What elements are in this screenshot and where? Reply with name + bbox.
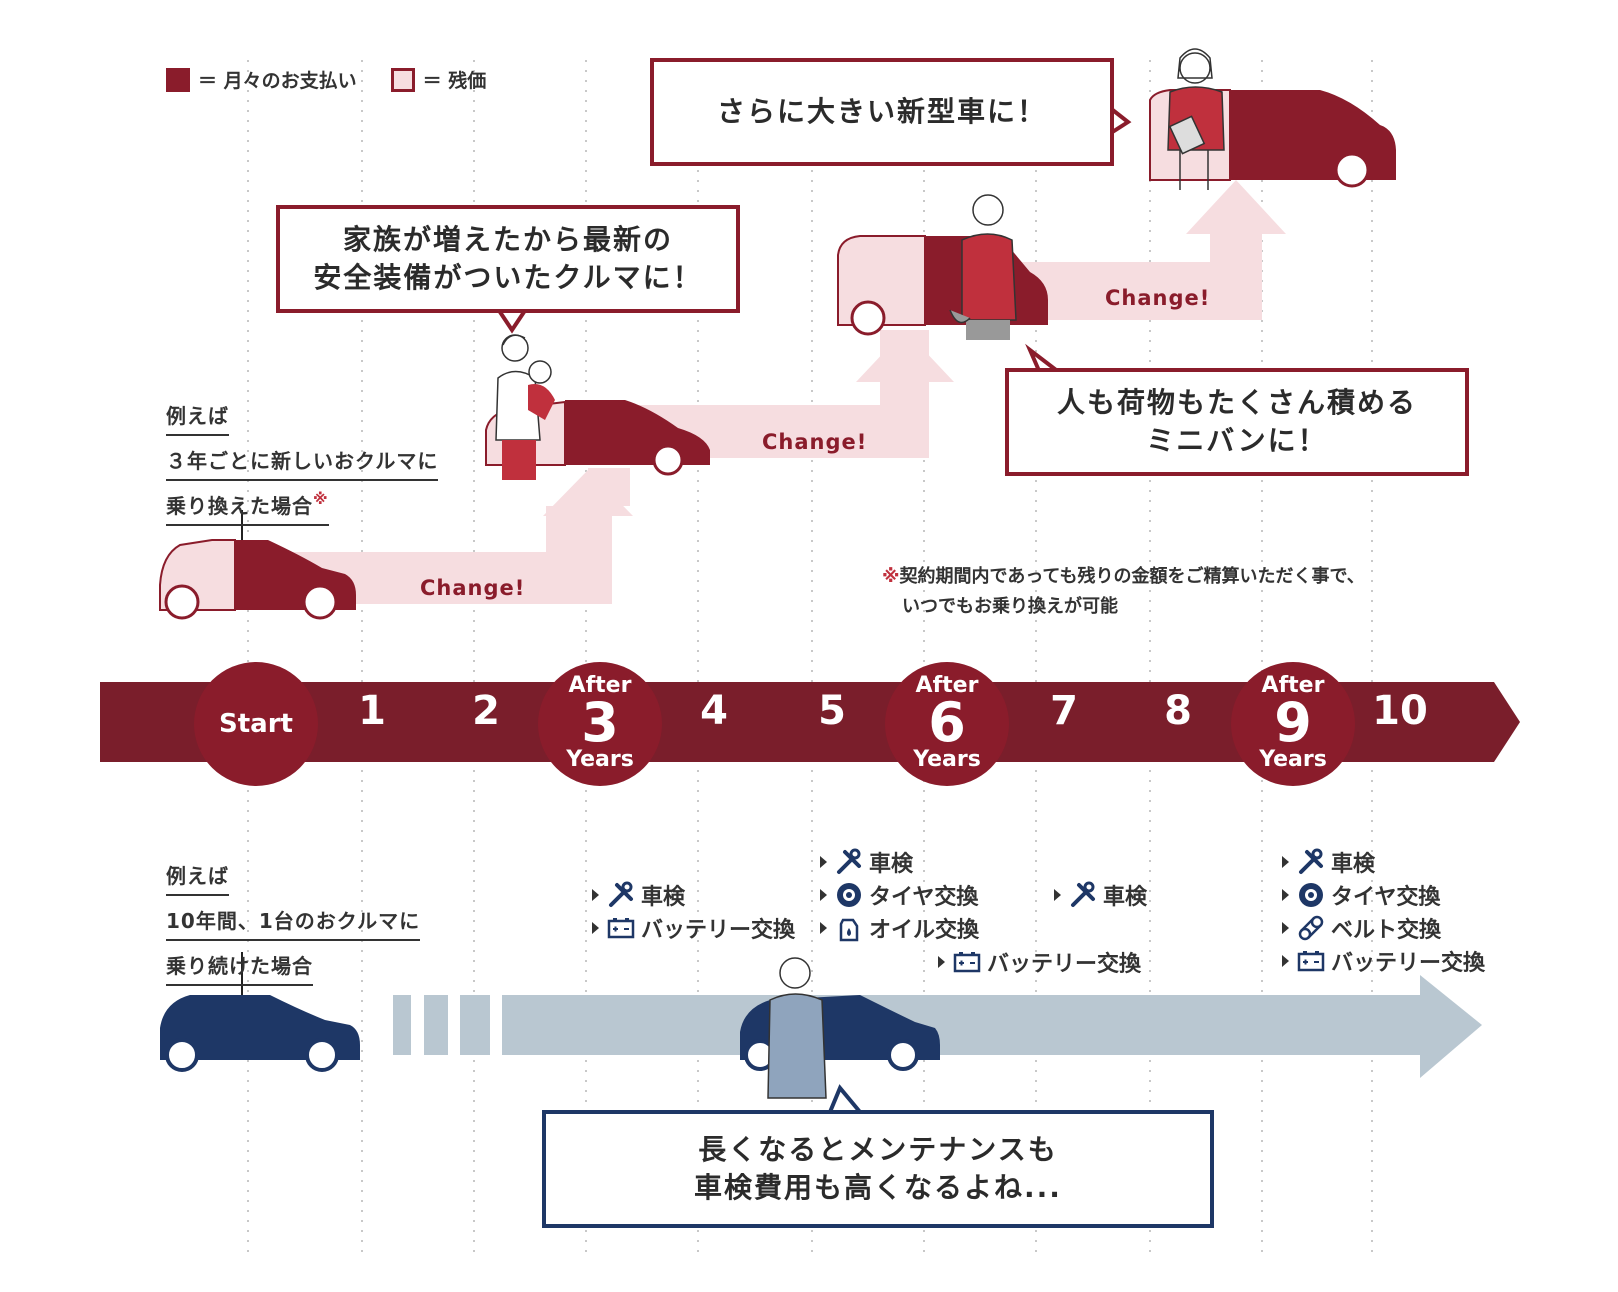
- list-item: バッテリー交換: [938, 945, 1141, 978]
- scenario-keep-line1: 例えば: [166, 860, 229, 896]
- scenario-keep-line2: 10年間、1台のおクルマに: [166, 905, 421, 941]
- change-label-3: Change!: [1105, 286, 1211, 310]
- timeline-start: Start: [194, 662, 318, 786]
- maintenance-list-year7: 車検: [1054, 878, 1147, 911]
- milestone-years: Years: [913, 747, 981, 772]
- speech-bubble-family: 家族が増えたから最新の 安全装備がついたクルマに！: [276, 205, 740, 313]
- scenario-keep-line3: 乗り続けた場合: [166, 950, 313, 986]
- battery-icon: [953, 951, 981, 972]
- scenario-keep-label: 例えば 10年間、1台のおクルマに 乗り続けた場合: [166, 860, 421, 995]
- maintenance-label: 車検: [869, 851, 914, 877]
- maintenance-label: 車検: [1103, 884, 1148, 910]
- milestone-after: After: [1261, 673, 1325, 698]
- wrench-icon: [609, 881, 633, 907]
- car-sedan: [485, 334, 710, 480]
- list-item: バッテリー交換: [592, 911, 795, 944]
- list-item: 車検: [820, 845, 979, 878]
- legend-label-payment: ＝ 月々のお支払い: [198, 70, 357, 92]
- list-item: タイヤ交換: [820, 878, 979, 911]
- bubble-tail: [1025, 343, 1062, 375]
- scenario-change-label: 例えば ３年ごとに新しいおクルマに 乗り換えた場合※: [166, 400, 439, 535]
- keep-arrow: [393, 975, 1482, 1078]
- timeline-year-10: 10: [1372, 688, 1428, 734]
- milestone-9-years: After 9 Years: [1231, 662, 1355, 786]
- timeline-year-4: 4: [700, 688, 728, 734]
- car-small: [159, 539, 356, 620]
- maintenance-label: タイヤ交換: [1331, 884, 1441, 910]
- car-minivan: [837, 194, 1048, 340]
- milestone-years: Years: [1259, 747, 1327, 772]
- maintenance-label: バッテリー交換: [641, 917, 796, 943]
- tire-icon: [1299, 882, 1323, 907]
- wrench-icon: [1071, 881, 1095, 907]
- car-large: [1149, 48, 1396, 190]
- maintenance-label: 車検: [641, 884, 686, 910]
- footnote: ※契約期間内であっても残りの金額をご精算いただく事で、 いつでもお乗り換えが可能: [882, 562, 1365, 622]
- timeline-arrow: [100, 682, 1520, 762]
- maintenance-list-year9: 車検 タイヤ交換 ベルト交換 バッテリー交換: [1282, 845, 1485, 977]
- list-item: タイヤ交換: [1282, 878, 1485, 911]
- milestone-6-years: After 6 Years: [885, 662, 1009, 786]
- car-navy-small: [160, 995, 360, 1072]
- timeline-year-7: 7: [1050, 688, 1078, 734]
- list-item: 車検: [1282, 845, 1485, 878]
- speech-bubble-maintenance: 長くなるとメンテナンスも 車検費用も高くなるよね...: [542, 1110, 1214, 1228]
- milestone-number: 9: [1274, 691, 1312, 754]
- timeline-year-1: 1: [358, 688, 386, 734]
- bubble-tail: [828, 1084, 862, 1114]
- maintenance-list-year3: 車検 バッテリー交換: [592, 878, 795, 944]
- timeline-year-2: 2: [472, 688, 500, 734]
- list-item: 車検: [592, 878, 795, 911]
- list-item: オイル交換: [820, 911, 979, 944]
- maintenance-label: ベルト交換: [1331, 917, 1442, 943]
- speech-bubble-new-car: さらに大きい新型車に！: [650, 58, 1114, 166]
- maintenance-label: オイル交換: [869, 917, 980, 943]
- footnote-note-mark: ※: [882, 566, 900, 587]
- footnote-line2: いつでもお乗り換えが可能: [902, 596, 1118, 617]
- legend-swatch-residual: [390, 67, 415, 92]
- milestone-after: After: [568, 673, 632, 698]
- legend-label-residual: ＝ 残価: [422, 70, 487, 92]
- milestone-number: 3: [581, 691, 619, 754]
- battery-icon: [1297, 950, 1325, 971]
- milestone-3-years: After 3 Years: [538, 662, 662, 786]
- maintenance-label: バッテリー交換: [1331, 950, 1486, 976]
- milestone-after: After: [915, 673, 979, 698]
- legend-swatch-payment: [166, 67, 190, 92]
- battery-icon: [607, 917, 635, 938]
- bubble-tail: [496, 307, 528, 334]
- maintenance-label: 車検: [1331, 851, 1376, 877]
- milestone-number: 6: [928, 691, 966, 754]
- footnote-mark: ※: [313, 490, 329, 508]
- tire-icon: [837, 882, 861, 907]
- car-navy-with-man: [740, 957, 940, 1099]
- maintenance-label: タイヤ交換: [869, 884, 979, 910]
- legend: ＝ 月々のお支払い ＝ 残価: [166, 66, 486, 93]
- wrench-icon: [1299, 848, 1323, 874]
- maintenance-list-year5: 車検 タイヤ交換 オイル交換: [820, 845, 979, 944]
- speech-bubble-minivan: 人も荷物もたくさん積める ミニバンに！: [1005, 368, 1469, 476]
- list-item: バッテリー交換: [1282, 944, 1485, 977]
- belt-icon: [1298, 915, 1324, 940]
- scenario-change-line3: 乗り換えた場合: [166, 494, 313, 518]
- milestone-years: Years: [566, 747, 634, 772]
- scenario-change-line1: 例えば: [166, 400, 229, 436]
- maintenance-label: バッテリー交換: [987, 951, 1142, 977]
- maintenance-list-year6: バッテリー交換: [938, 945, 1141, 978]
- timeline-year-8: 8: [1164, 688, 1192, 734]
- timeline-year-5: 5: [818, 688, 846, 734]
- footnote-line1: 契約期間内であっても残りの金額をご精算いただく事で、: [899, 566, 1365, 587]
- scenario-change-line2: ３年ごとに新しいおクルマに: [166, 445, 439, 481]
- change-label-2: Change!: [762, 430, 868, 454]
- list-item: 車検: [1054, 878, 1147, 911]
- change-label-1: Change!: [420, 576, 526, 600]
- oil-icon: [839, 918, 859, 941]
- list-item: ベルト交換: [1282, 911, 1485, 944]
- wrench-icon: [837, 848, 861, 874]
